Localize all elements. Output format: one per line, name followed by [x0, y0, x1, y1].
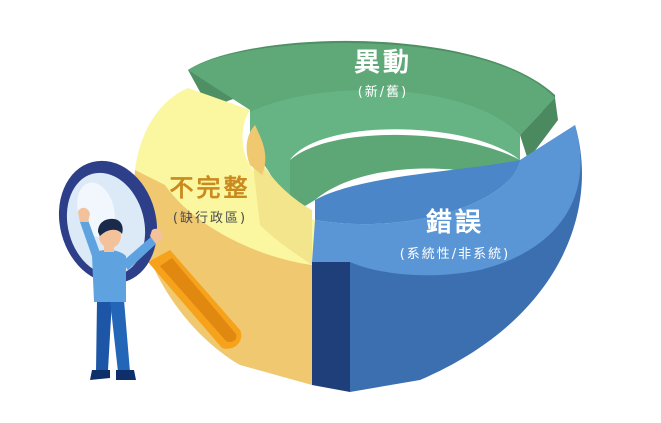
- segment-incomplete-notch: [246, 125, 266, 175]
- segment-incomplete-label: 不完整 (缺行政區): [150, 168, 270, 226]
- segment-change-top: [188, 42, 555, 135]
- person-illustration: [78, 207, 163, 380]
- person-torso: [92, 249, 126, 302]
- segment-change-label: 異動 (新/舊): [323, 42, 443, 100]
- segment-error-subtitle: (系統性/非系統): [399, 247, 511, 262]
- person-hand-right: [150, 228, 163, 244]
- segment-error-title: 錯誤: [425, 208, 484, 238]
- segment-incomplete: [134, 88, 315, 385]
- segment-error-label: 錯誤 (系統性/非系統): [380, 202, 530, 262]
- magnifier-handle-shade: [160, 258, 237, 343]
- segment-incomplete-inner: [250, 140, 312, 265]
- segment-change-subtitle: (新/舊): [357, 85, 409, 100]
- person-shoe-left: [90, 370, 110, 380]
- segment-change-endcap: [520, 98, 558, 160]
- person-hair: [98, 218, 123, 236]
- segment-change-inner: [250, 90, 520, 215]
- person-neck: [104, 244, 114, 252]
- magnifier-icon: [58, 160, 242, 349]
- segment-incomplete-side: [134, 170, 312, 385]
- segment-change-front-wall: [290, 134, 520, 215]
- person-shoe-right: [116, 370, 136, 380]
- segment-incomplete-subtitle: (缺行政區): [172, 211, 248, 226]
- segment-incomplete-title: 不完整: [169, 174, 251, 202]
- person-arm-right: [122, 236, 158, 270]
- segment-error-inner: [315, 160, 520, 225]
- segment-change-title: 異動: [353, 48, 412, 78]
- person-leg-right: [110, 300, 130, 372]
- segment-error-top: [312, 125, 581, 276]
- segment-error-endface: [312, 262, 350, 392]
- segment-error: [312, 125, 582, 392]
- person-leg-left: [96, 300, 112, 372]
- person-hand-left: [78, 207, 90, 222]
- segment-change: [188, 40, 558, 215]
- person-arm-left: [80, 220, 102, 262]
